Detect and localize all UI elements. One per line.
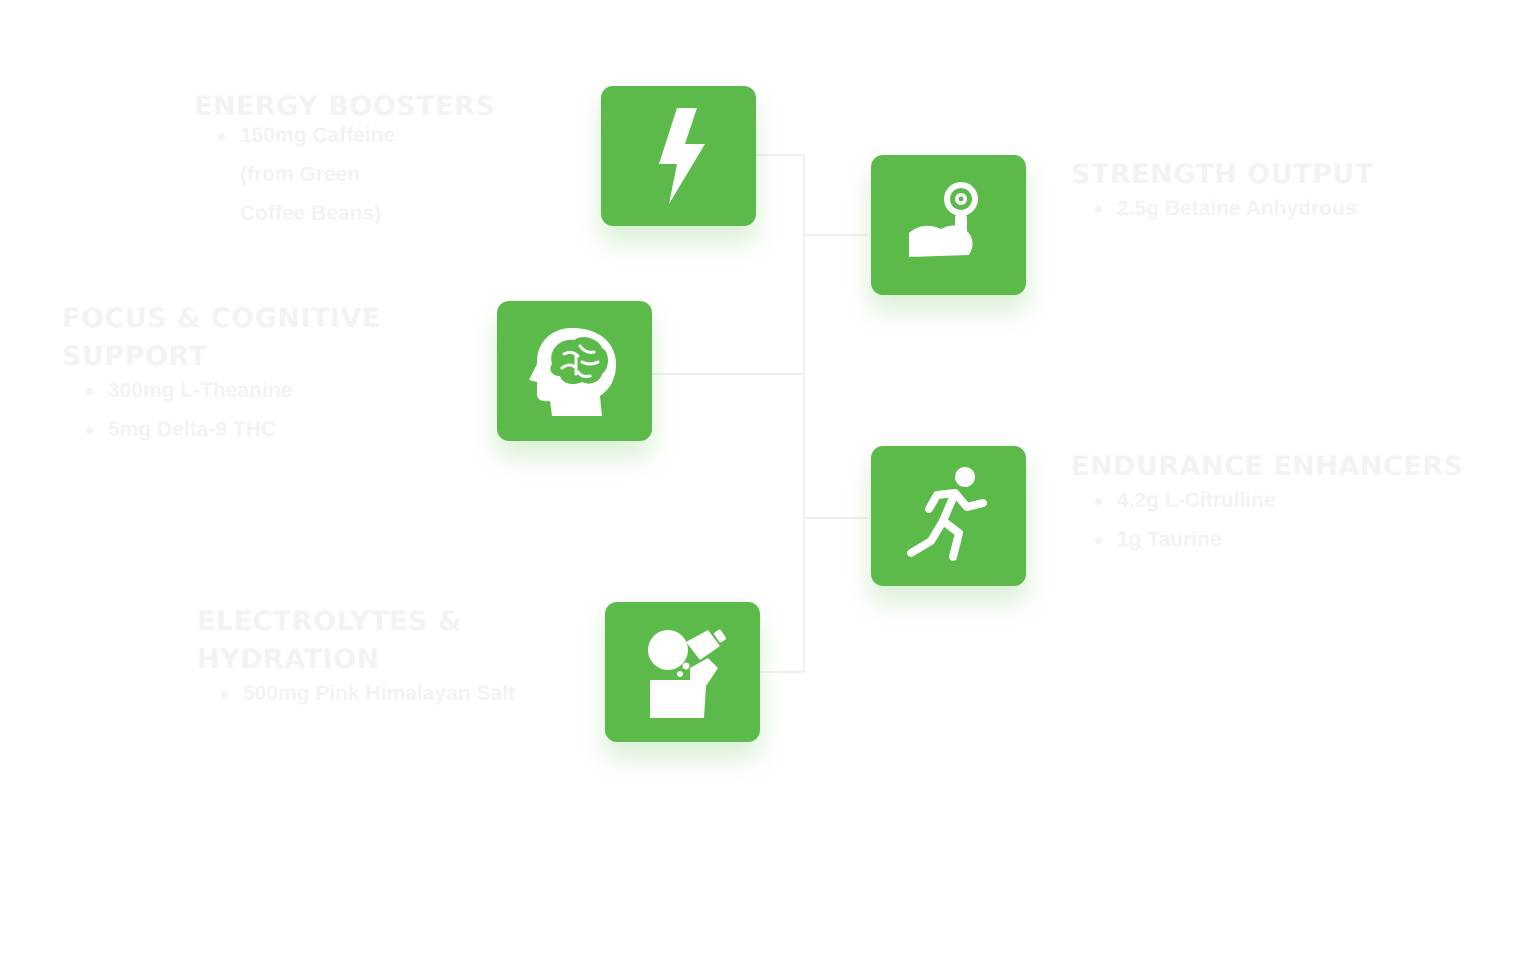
strength-tile [871, 155, 1026, 295]
hydration-list: 500mg Pink Himalayan Salt [221, 674, 515, 713]
endurance-block: ENDURANCE ENHANCERS 4.2g L-Citrulline 1g… [1071, 448, 1463, 559]
hydration-block: ELECTROLYTES & HYDRATION 500mg Pink Hima… [197, 603, 515, 713]
list-item: 1g Taurine [1095, 520, 1463, 559]
focus-list: 300mg L-Theanine 5mg Delta-9 THC [86, 371, 381, 449]
runner-icon [906, 467, 987, 561]
list-item: 300mg L-Theanine [86, 371, 381, 410]
focus-tile [497, 301, 652, 441]
energy-heading: ENERGY BOOSTERS [194, 91, 496, 122]
focus-heading: FOCUS & COGNITIVE SUPPORT [62, 303, 381, 372]
strength-list: 2.5g Betaine Anhydrous [1095, 189, 1374, 228]
hydration-tile [605, 602, 760, 742]
brain-head-icon [528, 328, 616, 416]
strength-block: STRENGTH OUTPUT 2.5g Betaine Anhydrous [1071, 156, 1374, 228]
endurance-list: 4.2g L-Citrulline 1g Taurine [1095, 481, 1463, 559]
endurance-heading: ENDURANCE ENHANCERS [1071, 451, 1464, 482]
focus-block: FOCUS & COGNITIVE SUPPORT 300mg L-Theani… [62, 300, 381, 449]
hydration-heading: ELECTROLYTES & HYDRATION [197, 606, 462, 675]
flexed-arm-icon [908, 182, 978, 257]
endurance-tile [871, 446, 1026, 586]
list-item: 150mg Caffeine (from Green Coffee Beans) [218, 116, 438, 233]
energy-block: ENERGY BOOSTERS 150mg Caffeine (from Gre… [194, 88, 495, 233]
drinking-bottle-icon [647, 629, 726, 718]
lightning-icon [658, 108, 705, 204]
list-item: 5mg Delta-9 THC [86, 410, 381, 449]
energy-tile [601, 86, 756, 226]
list-item: 500mg Pink Himalayan Salt [221, 674, 515, 713]
list-item: 2.5g Betaine Anhydrous [1095, 189, 1374, 228]
strength-heading: STRENGTH OUTPUT [1071, 159, 1374, 190]
energy-list: 150mg Caffeine (from Green Coffee Beans) [218, 116, 438, 233]
list-item: 4.2g L-Citrulline [1095, 481, 1463, 520]
